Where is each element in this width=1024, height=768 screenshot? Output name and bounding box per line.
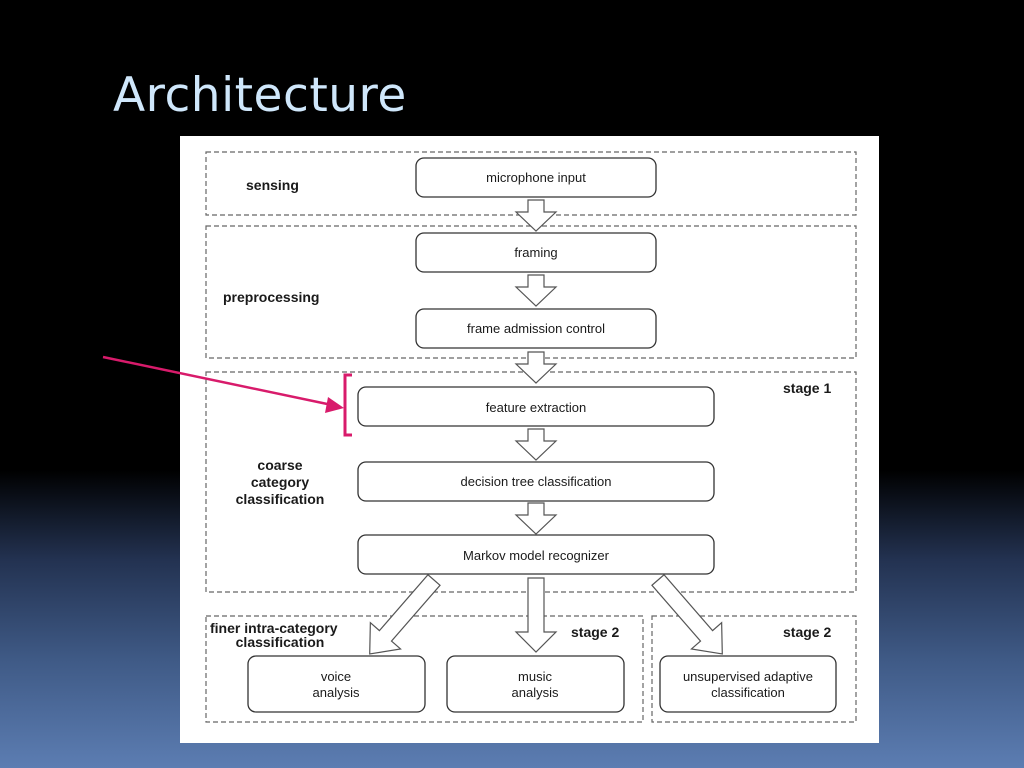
label-preprocessing: preprocessing	[223, 289, 319, 305]
arrow-markov-to-music	[514, 577, 558, 653]
box-voice-analysis-line2: analysis	[313, 685, 360, 700]
label-coarse-line2: category	[251, 474, 310, 490]
box-frame-admission	[415, 308, 657, 349]
label-stage1: stage 1	[783, 380, 831, 396]
box-framing	[415, 232, 657, 273]
box-unsupervised-adaptive-line1: unsupervised adaptive	[683, 669, 813, 684]
box-markov-model-label: Markov model recognizer	[463, 548, 610, 563]
slide-title: Architecture	[113, 68, 407, 123]
arrow-decision-to-markov	[515, 502, 557, 535]
box-microphone-input	[415, 157, 657, 198]
box-voice-analysis-line1: voice	[321, 669, 351, 684]
box-microphone-input-label: microphone input	[486, 170, 586, 185]
region-stage2-right	[651, 615, 857, 723]
arrow-admission-to-feature	[515, 351, 557, 384]
box-unsupervised-adaptive-line2: classification	[711, 685, 785, 700]
label-coarse-line1: coarse	[257, 457, 302, 473]
label-stage2-right: stage 2	[783, 624, 831, 640]
box-markov-model	[357, 534, 715, 575]
label-finer-line2: classification	[236, 634, 325, 650]
box-framing-label: framing	[514, 245, 557, 260]
label-sensing: sensing	[246, 177, 299, 193]
box-music-analysis	[446, 655, 625, 713]
box-feature-extraction-label: feature extraction	[486, 400, 586, 415]
annotation-bracket	[343, 373, 352, 437]
box-frame-admission-label: frame admission control	[467, 321, 605, 336]
box-unsupervised-adaptive	[659, 655, 837, 713]
box-decision-tree	[357, 461, 715, 502]
arrow-markov-to-unsupervised	[651, 573, 723, 655]
region-finer-classification	[205, 615, 644, 723]
box-music-analysis-line2: analysis	[512, 685, 559, 700]
label-stage2-left: stage 2	[571, 624, 619, 640]
diagram-canvas: sensing preprocessing coarse category cl…	[205, 151, 857, 723]
label-finer-line1: finer intra-category	[210, 620, 338, 636]
arrow-markov-to-voice	[369, 573, 441, 655]
box-decision-tree-label: decision tree classification	[460, 474, 611, 489]
label-coarse-line3: classification	[236, 491, 325, 507]
arrow-feature-to-decision	[515, 428, 557, 461]
box-music-analysis-line1: music	[518, 669, 552, 684]
architecture-diagram: sensing preprocessing coarse category cl…	[180, 136, 879, 743]
box-voice-analysis	[247, 655, 426, 713]
arrow-framing-to-admission	[515, 274, 557, 307]
box-feature-extraction	[357, 386, 715, 427]
region-sensing	[205, 151, 857, 216]
